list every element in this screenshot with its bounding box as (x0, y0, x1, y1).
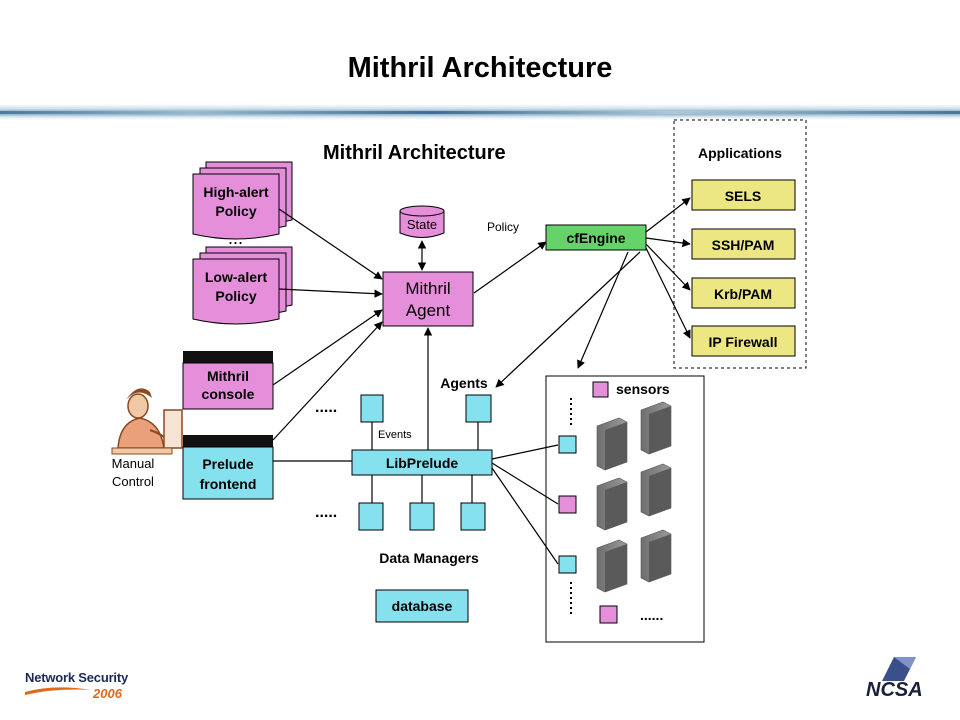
svg-text:SELS: SELS (725, 188, 762, 204)
manual-control-label-2: Control (112, 474, 154, 489)
low-alert-label-1: Low-alert (205, 269, 268, 285)
header-banner-streak (0, 111, 960, 114)
agent-node-left (360, 394, 384, 423)
ncsa-logo: NCSA (864, 655, 944, 707)
dots-upper: ..... (315, 399, 337, 416)
database-label: database (392, 598, 453, 614)
libprelude-sensor-links (491, 444, 559, 565)
state-cylinder: State (399, 205, 445, 238)
swoosh-icon (25, 687, 91, 695)
svg-text:Krb/PAM: Krb/PAM (714, 286, 772, 302)
sensor-node-4 (599, 605, 618, 624)
slide-title: Mithril Architecture (347, 52, 613, 84)
network-security-logo: Network Security 2006 (25, 668, 165, 708)
policy-ellipsis: ... (228, 228, 243, 248)
svg-text:IP Firewall: IP Firewall (709, 334, 778, 350)
cfengine-arrows (495, 197, 691, 388)
prelude-label-2: frontend (200, 476, 257, 492)
diagram-heading: Mithril Architecture (323, 142, 506, 164)
data-manager-node-3 (460, 502, 486, 531)
applications-panel (673, 119, 807, 369)
sensor-node-2 (558, 495, 577, 514)
ncsa-mark-icon (882, 657, 916, 681)
app-krb-pam: Krb/PAM (691, 277, 796, 309)
low-alert-label-2: Policy (215, 288, 256, 304)
dots-lower: ..... (315, 504, 337, 521)
network-security-year: 2006 (93, 686, 122, 701)
cfengine-box: cfEngine (545, 224, 647, 251)
agent-node-right (465, 394, 492, 423)
agent-input-arrows (272, 208, 433, 450)
data-manager-node-1 (358, 502, 384, 531)
manual-control-label-1: Manual (112, 456, 155, 471)
high-alert-policy-stack: High-alert Policy (192, 161, 293, 240)
app-ssh-pam: SSH/PAM (691, 228, 796, 260)
low-alert-policy-stack: Low-alert Policy (192, 246, 293, 325)
data-manager-node-2 (409, 502, 435, 531)
agent-label-1: Mithril (405, 279, 450, 298)
events-label: Events (378, 429, 412, 441)
network-security-text: Network Security (25, 670, 129, 685)
console-label-2: console (202, 386, 255, 402)
dots-sensors: ...... (640, 607, 663, 623)
database-box: database (375, 589, 469, 623)
prelude-label-1: Prelude (202, 456, 254, 472)
cfengine-label: cfEngine (566, 230, 625, 246)
app-ip-firewall: IP Firewall (691, 325, 796, 357)
state-label: State (407, 217, 437, 232)
agent-label-2: Agent (406, 301, 451, 320)
svg-text:SSH/PAM: SSH/PAM (712, 237, 775, 253)
ncsa-text: NCSA (866, 679, 923, 701)
high-alert-label-2: Policy (215, 203, 256, 219)
mithril-agent-box: Mithril Agent (382, 271, 474, 327)
sensors-legend-swatch (592, 381, 609, 398)
sensor-node-3 (558, 555, 577, 574)
sensor-node-1 (558, 435, 577, 454)
applications-title: Applications (698, 145, 782, 161)
data-managers-label: Data Managers (379, 550, 479, 566)
libprelude-label: LibPrelude (386, 455, 459, 471)
mithril-console-box: Mithril console (182, 351, 274, 410)
policy-label: Policy (487, 220, 519, 234)
person-illustration (111, 388, 183, 455)
sensors-label: sensors (616, 381, 670, 397)
console-label-1: Mithril (207, 368, 249, 384)
app-sels: SELS (691, 179, 796, 211)
libprelude-box: LibPrelude (351, 449, 493, 476)
high-alert-label-1: High-alert (203, 184, 269, 200)
server-icons (596, 401, 672, 593)
agents-label: Agents (440, 375, 488, 391)
prelude-frontend-box: Prelude frontend (182, 435, 274, 500)
